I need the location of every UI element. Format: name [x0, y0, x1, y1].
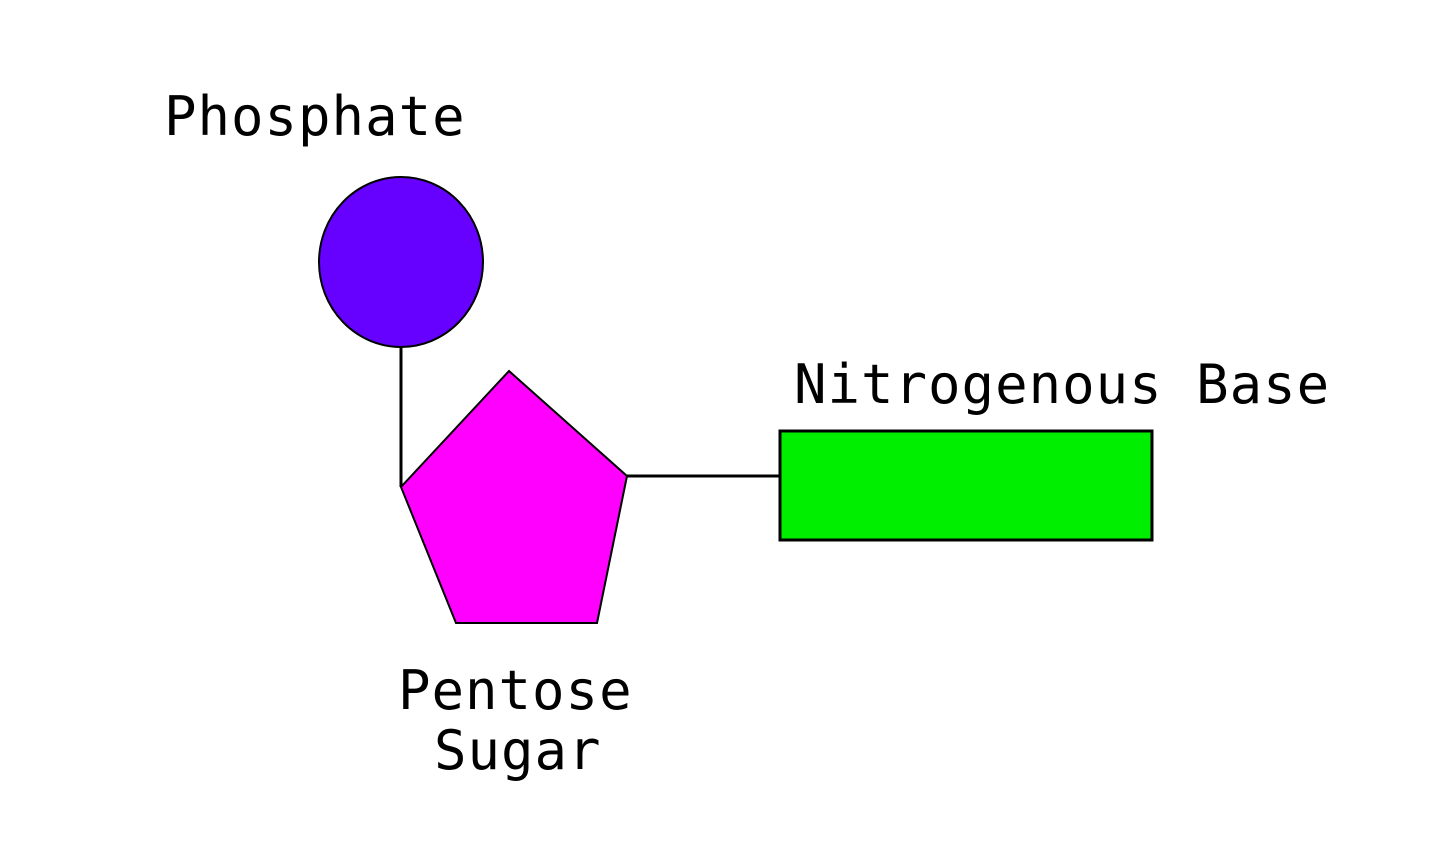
pentose-sugar-label-line2: Sugar — [434, 719, 602, 782]
pentose-sugar-pentagon — [399, 369, 629, 624]
nitrogenous-base-rectangle — [778, 429, 1154, 542]
pentose-sugar-label-line1: Pentose — [398, 659, 633, 722]
phosphate-label: Phosphate — [164, 85, 466, 148]
phosphate-circle — [318, 176, 484, 348]
nitrogenous-base-label: Nitrogenous Base — [794, 353, 1331, 416]
